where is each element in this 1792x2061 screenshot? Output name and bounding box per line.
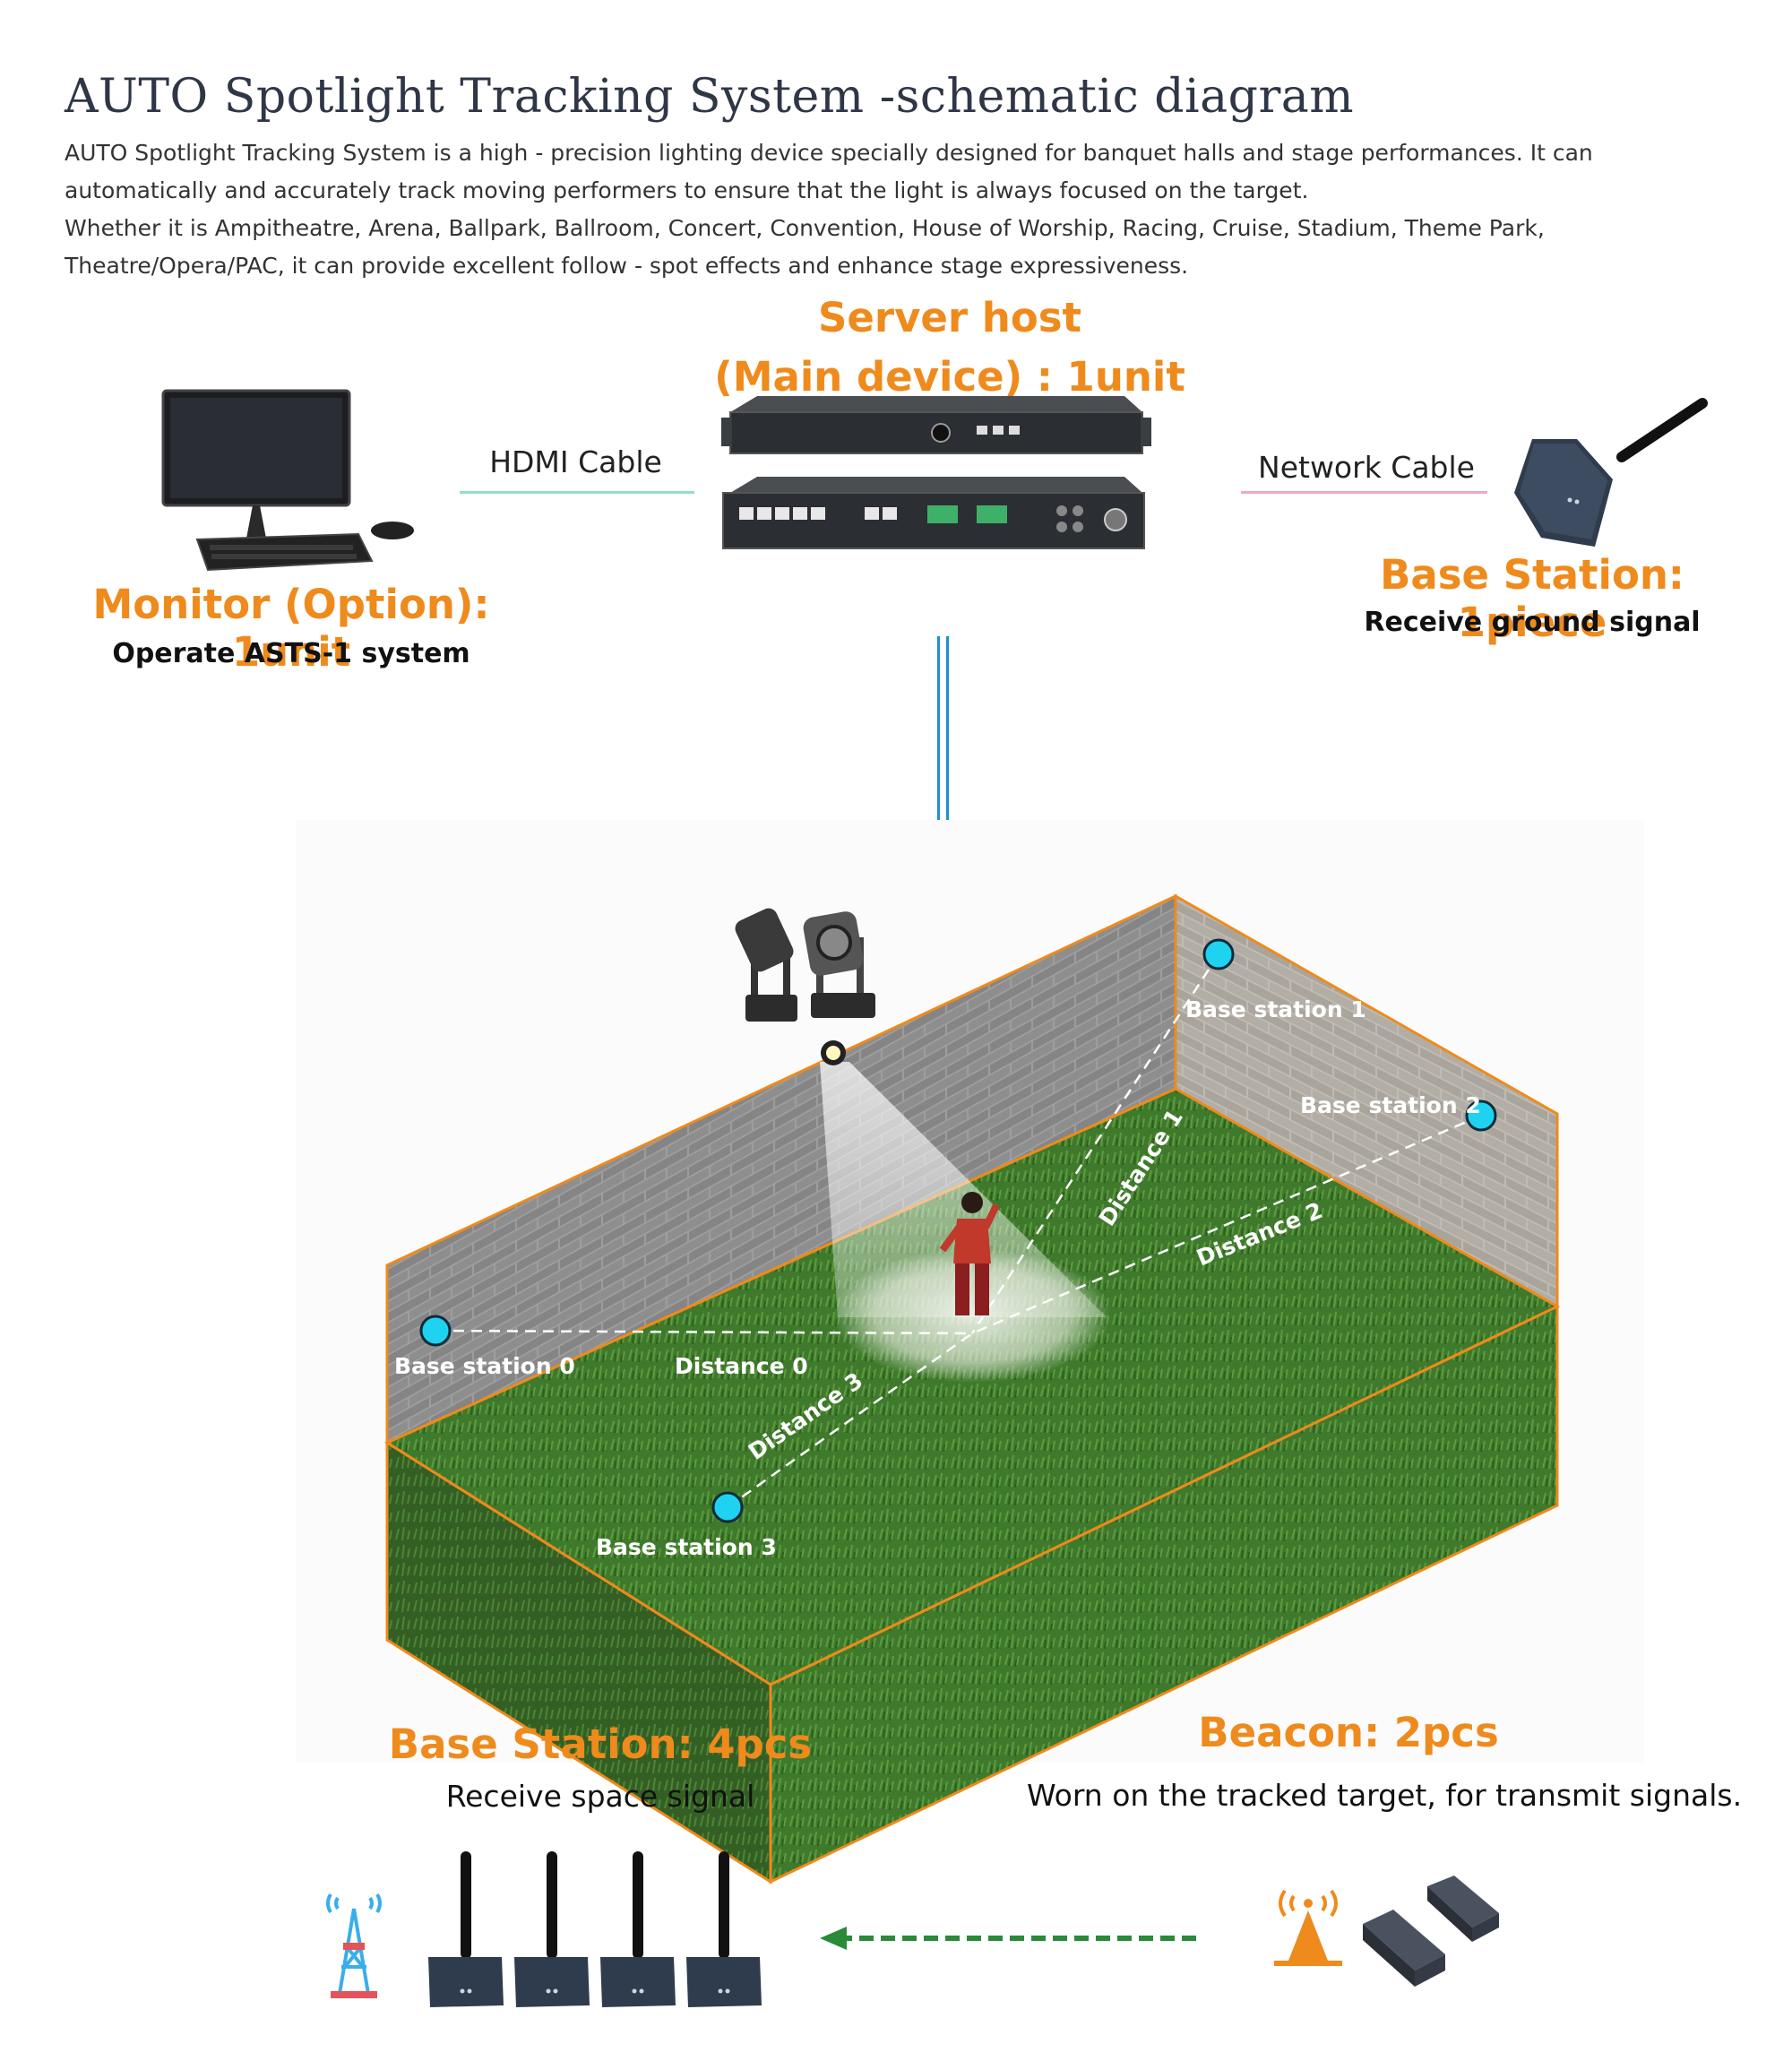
vertical-link-line-2 [946, 636, 949, 916]
receiver-4 [686, 1851, 762, 2007]
beacon-broadcast-icon [1274, 1889, 1342, 1966]
receiver-2 [514, 1851, 590, 2007]
moving-head-lights-icon [735, 908, 875, 1065]
signal-tower-icon [326, 1893, 382, 1998]
vertical-link-line-1 [937, 636, 940, 916]
base-station-top-title: Base Station: 1piece [1380, 551, 1684, 646]
monitor-title: Monitor (Option): 1unit [92, 581, 490, 676]
distance-lines [435, 953, 1482, 1509]
server-title-line-2: (Main device) : 1unit [714, 353, 1185, 401]
base-station-bottom-subtitle: Receive space signal [445, 1779, 755, 1814]
base-station-top-subtitle: Receive ground signal [1364, 607, 1701, 638]
signal-direction-arrow [820, 1927, 1196, 1950]
floor-front-right-face [769, 1304, 1559, 1884]
intro-paragraph-2: Whether it is Ampitheatre, Arena, Ballpa… [65, 215, 1545, 279]
beacon-subtitle: Worn on the tracked target, for transmit… [1026, 1778, 1743, 1813]
base-station-2-label: Base station 2 [1300, 1092, 1481, 1118]
server-title: Server host (Main device) : 1unit [627, 289, 1272, 407]
beacon-device-back [1427, 1876, 1499, 1942]
performer-figure [939, 1192, 1000, 1315]
base-station-0-label: Base station 0 [394, 1353, 575, 1379]
beacon-device-front [1363, 1910, 1445, 1987]
network-cable-line [1241, 491, 1487, 494]
receiver-1 [428, 1851, 504, 2007]
base-station-1-label: Base station 1 [1185, 996, 1366, 1022]
distance-0-label: Distance 0 [675, 1353, 808, 1379]
base-station-receivers-icon [428, 1851, 762, 2007]
spotlight-pool [833, 1248, 1111, 1383]
hdmi-cable-label: HDMI Cable [489, 444, 662, 479]
receiver-3 [600, 1851, 676, 2007]
hdmi-cable-line [460, 491, 694, 494]
intro-paragraph-1: AUTO Spotlight Tracking System is a high… [65, 140, 1593, 203]
beacon-devices-icon [1363, 1876, 1499, 1987]
page-title: AUTO Spotlight Tracking System -schemati… [65, 70, 1355, 124]
monitor-subtitle: Operate ASTS-1 system [112, 638, 470, 669]
beacon-title: Beacon: 2pcs [1198, 1709, 1499, 1756]
base-station-3-label: Base station 3 [596, 1534, 777, 1560]
server-title-line-1: Server host [817, 294, 1082, 341]
base-station-bottom-title: Base Station: 4pcs [388, 1720, 813, 1768]
monitor-keyboard-icon [161, 389, 414, 572]
network-cable-label: Network Cable [1258, 450, 1475, 485]
spotlight-beam [820, 1062, 1107, 1317]
server-host-device [721, 396, 1151, 549]
base-station-dots [419, 938, 1497, 1523]
intro-text: AUTO Spotlight Tracking System is a high… [65, 134, 1668, 285]
base-station-receiver-icon [1514, 398, 1708, 547]
